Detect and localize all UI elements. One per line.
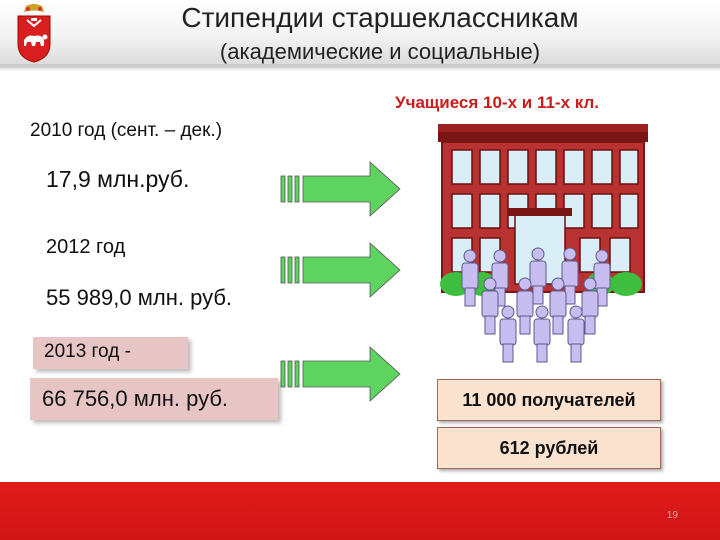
period-2012-label: 2012 год (46, 236, 126, 258)
school-building-icon (438, 124, 648, 363)
period-2013-box (33, 337, 188, 369)
perm-krai-emblem-icon (17, 4, 51, 63)
amount-2010-value: 17,9 млн.руб. (46, 166, 190, 192)
arrow-right-icon (280, 242, 401, 298)
page-title: Стипендии старшеклассникам (181, 2, 579, 33)
footer-bar (0, 482, 720, 540)
page-number: 19 (666, 510, 678, 521)
amount-2013-value: 66 756,0 млн. руб. (42, 386, 229, 411)
header-shadow (0, 64, 720, 72)
arrow-right-icon (280, 346, 401, 402)
recipients-count-box: 11 000 получателей (437, 379, 661, 421)
period-2010-label: 2010 год (сент. – дек.) (30, 120, 223, 141)
students-label: Учащиеся 10-х и 11-х кл. (395, 93, 599, 112)
period-2013-label: 2013 год - (44, 341, 131, 362)
amount-2013-box (30, 378, 278, 420)
scholarship-amount-box: 612 рублей (437, 427, 661, 469)
arrow-right-icon (280, 161, 401, 217)
page-subtitle: (академические и социальные) (219, 39, 541, 64)
amount-2012-value: 55 989,0 млн. руб. (46, 285, 233, 310)
header-bar (0, 0, 720, 68)
